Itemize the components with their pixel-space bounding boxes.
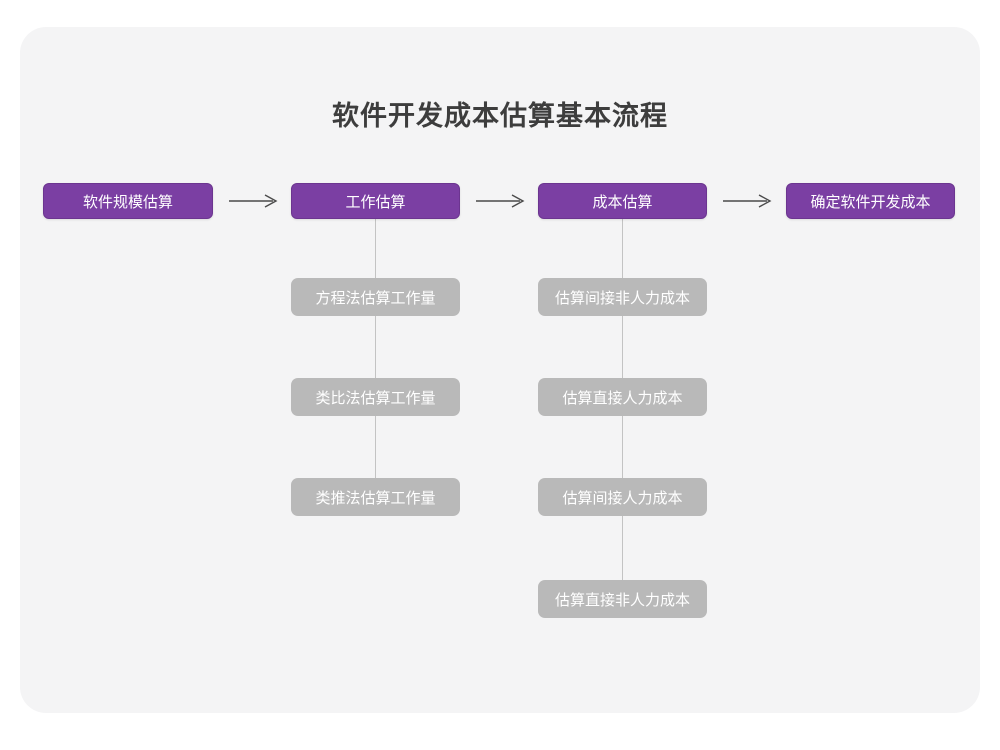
connector-line-work-branch bbox=[375, 218, 376, 499]
flow-node-work-estimation[interactable]: 工作估算 bbox=[291, 183, 460, 219]
branch-node-direct-nonlabor-cost[interactable]: 估算直接非人力成本 bbox=[538, 580, 707, 618]
page-title: 软件开发成本估算基本流程 bbox=[332, 101, 668, 131]
branch-node-analogical-method-workload[interactable]: 类推法估算工作量 bbox=[291, 478, 460, 516]
right-arrow-icon bbox=[719, 183, 777, 219]
branch-node-label: 方程法估算工作量 bbox=[315, 289, 436, 307]
branch-node-label: 估算直接非人力成本 bbox=[554, 591, 690, 609]
diagram-card-panel bbox=[20, 27, 980, 713]
flow-node-label: 确定软件开发成本 bbox=[810, 193, 931, 211]
flow-node-label: 工作估算 bbox=[345, 193, 406, 211]
flow-node-software-scale-estimation[interactable]: 软件规模估算 bbox=[43, 183, 213, 219]
branch-node-indirect-nonlabor-cost[interactable]: 估算间接非人力成本 bbox=[538, 278, 707, 316]
branch-node-equation-method-workload[interactable]: 方程法估算工作量 bbox=[291, 278, 460, 316]
right-arrow-icon bbox=[472, 183, 530, 219]
flow-node-label: 软件规模估算 bbox=[82, 193, 173, 211]
branch-node-label: 估算间接人力成本 bbox=[562, 489, 683, 507]
branch-node-direct-labor-cost[interactable]: 估算直接人力成本 bbox=[538, 378, 707, 416]
flow-node-determine-development-cost[interactable]: 确定软件开发成本 bbox=[786, 183, 955, 219]
branch-node-label: 估算直接人力成本 bbox=[562, 389, 683, 407]
branch-node-label: 估算间接非人力成本 bbox=[554, 289, 690, 307]
branch-node-indirect-labor-cost[interactable]: 估算间接人力成本 bbox=[538, 478, 707, 516]
right-arrow-icon bbox=[225, 183, 283, 219]
branch-node-label: 类比法估算工作量 bbox=[315, 389, 436, 407]
branch-node-label: 类推法估算工作量 bbox=[315, 489, 436, 507]
branch-node-analogy-method-workload[interactable]: 类比法估算工作量 bbox=[291, 378, 460, 416]
flow-node-label: 成本估算 bbox=[592, 193, 653, 211]
flow-node-cost-estimation[interactable]: 成本估算 bbox=[538, 183, 707, 219]
